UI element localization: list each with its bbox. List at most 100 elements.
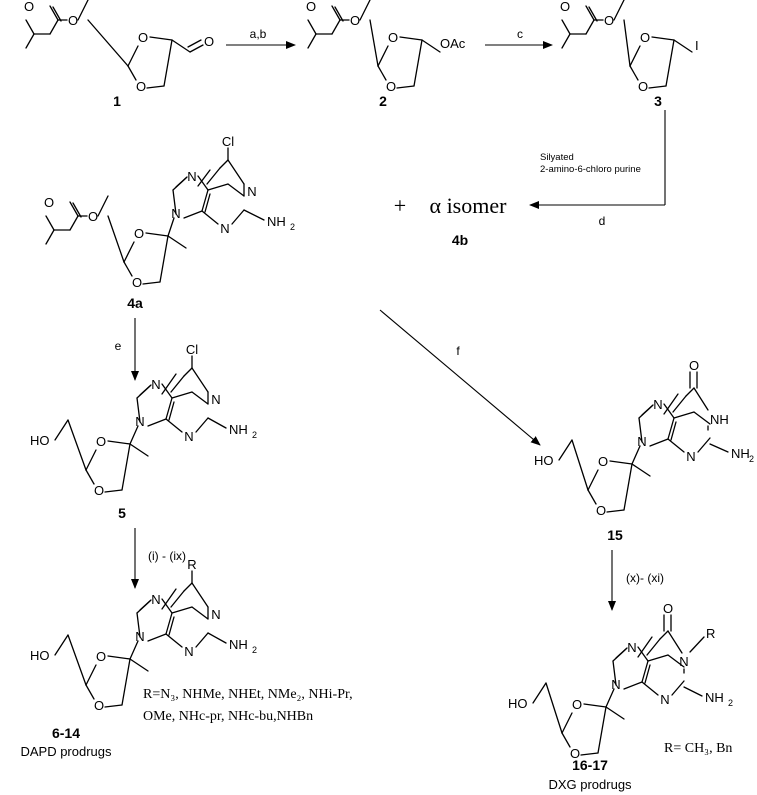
chloro-group-5: Cl [186, 342, 198, 357]
svg-text:O: O [96, 434, 106, 449]
compound-16-17: HO O O N N O N R N NH 2 R= CH₃, Bn 16-17… [508, 601, 733, 792]
arrow-c-label: c [517, 27, 523, 41]
reagent-line-2: 2-amino-6-chloro purine [540, 164, 641, 175]
compound-6-14: HO O O N N R N N NH 2 R=N₃, NHMe, NHEt, … [20, 557, 352, 759]
svg-text:NH: NH [229, 422, 248, 437]
ester-carbonyl-o: O [24, 0, 34, 14]
svg-text:2: 2 [252, 645, 257, 655]
arrow-ab: a,b [226, 27, 296, 49]
svg-text:HO: HO [534, 453, 554, 468]
svg-text:O: O [138, 30, 148, 45]
svg-text:NH: NH [267, 214, 286, 229]
svg-text:NH: NH [705, 690, 724, 705]
svg-text:O: O [94, 483, 104, 498]
svg-text:N: N [211, 392, 220, 407]
arrow-ab-label: a,b [250, 27, 267, 41]
svg-text:O: O [663, 601, 673, 616]
svg-text:N: N [187, 169, 196, 184]
svg-text:N: N [611, 677, 620, 692]
ester-o: O [68, 13, 78, 28]
arrow-i-ix: (i) - (ix) [131, 528, 186, 589]
svg-text:NH: NH [710, 412, 729, 427]
svg-text:HO: HO [508, 696, 528, 711]
svg-text:N: N [135, 414, 144, 429]
chloro-group: Cl [222, 134, 234, 149]
svg-text:O: O [132, 275, 142, 290]
svg-text:O: O [350, 13, 360, 28]
arrow-f: f [379, 309, 541, 446]
svg-text:HO: HO [30, 648, 50, 663]
svg-text:N: N [653, 397, 662, 412]
compound-16-17-label: 16-17 [572, 757, 608, 773]
svg-text:O: O [560, 0, 570, 14]
svg-text:N: N [686, 449, 695, 464]
svg-text:N: N [220, 221, 229, 236]
svg-text:O: O [136, 79, 146, 94]
compound-5-label: 5 [118, 505, 126, 521]
svg-text:O: O [204, 34, 214, 49]
compound-2-label: 2 [379, 93, 387, 109]
arrow-d: Silyated 2-amino-6-chloro purine d [529, 110, 666, 228]
svg-text:O: O [306, 0, 316, 14]
svg-text:O: O [640, 30, 650, 45]
arrow-e-label: e [115, 339, 122, 353]
alpha-isomer-text: α isomer [430, 193, 508, 218]
svg-text:N: N [151, 377, 160, 392]
r-group-list-line-1: R=N₃, NHMe, NHEt, NMe₂, NHi-Pr, [143, 687, 353, 702]
svg-text:O: O [44, 195, 54, 210]
svg-text:2: 2 [252, 430, 257, 440]
r-substituent-6-14: R [187, 557, 196, 572]
svg-text:O: O [604, 13, 614, 28]
svg-text:O: O [94, 698, 104, 713]
compound-3: O O O O I 3 [560, 0, 699, 109]
arrow-i-ix-label: (i) - (ix) [148, 549, 186, 563]
svg-text:O: O [388, 30, 398, 45]
r-substituent-16-17: R [706, 626, 715, 641]
svg-text:O: O [638, 79, 648, 94]
svg-text:O: O [134, 226, 144, 241]
svg-text:N: N [184, 429, 193, 444]
dxg-prodrugs-caption: DXG prodrugs [548, 777, 632, 792]
arrow-d-label: d [599, 214, 606, 228]
iodo-group: I [695, 38, 699, 53]
svg-text:NH: NH [731, 446, 750, 461]
r-group-list-line-2: OMe, NHc-pr, NHc-bu,NHBn [143, 709, 313, 724]
compound-1: O O O O O 1 [24, 0, 214, 109]
svg-text:N: N [247, 184, 256, 199]
svg-text:N: N [151, 592, 160, 607]
svg-text:O: O [572, 697, 582, 712]
arrow-e: e [115, 318, 139, 381]
svg-text:N: N [660, 692, 669, 707]
svg-text:O: O [386, 79, 396, 94]
svg-text:2: 2 [749, 454, 754, 464]
compound-4a: O O O O N N Cl N N NH 2 4a [44, 134, 295, 311]
compound-4a-label: 4a [127, 295, 143, 311]
arrow-x-xi: (x)- (xi) [608, 550, 664, 611]
svg-text:O: O [88, 209, 98, 224]
svg-text:N: N [627, 640, 636, 655]
svg-text:HO: HO [30, 433, 50, 448]
svg-text:O: O [689, 358, 699, 373]
svg-text:N: N [211, 607, 220, 622]
compound-3-label: 3 [654, 93, 662, 109]
compound-1-label: 1 [113, 93, 121, 109]
svg-text:NH: NH [229, 637, 248, 652]
compound-15-label: 15 [607, 527, 623, 543]
compound-4b-label: 4b [452, 232, 468, 248]
svg-text:2: 2 [728, 698, 733, 708]
svg-text:N: N [679, 654, 688, 669]
svg-text:2: 2 [290, 222, 295, 232]
svg-text:N: N [171, 206, 180, 221]
compound-4b: + α isomer 4b [394, 193, 507, 248]
svg-text:N: N [135, 629, 144, 644]
reagent-line-1: Silyated [540, 152, 574, 163]
plus-sign: + [394, 193, 406, 218]
arrow-x-xi-label: (x)- (xi) [626, 571, 664, 585]
acetate-group: OAc [440, 36, 466, 51]
dapd-prodrugs-caption: DAPD prodrugs [20, 744, 112, 759]
compound-2: O O O O OAc 2 [306, 0, 466, 109]
arrow-f-label: f [456, 344, 460, 358]
compound-5: HO O O N N Cl N N NH 2 5 [30, 342, 257, 521]
svg-text:N: N [637, 434, 646, 449]
